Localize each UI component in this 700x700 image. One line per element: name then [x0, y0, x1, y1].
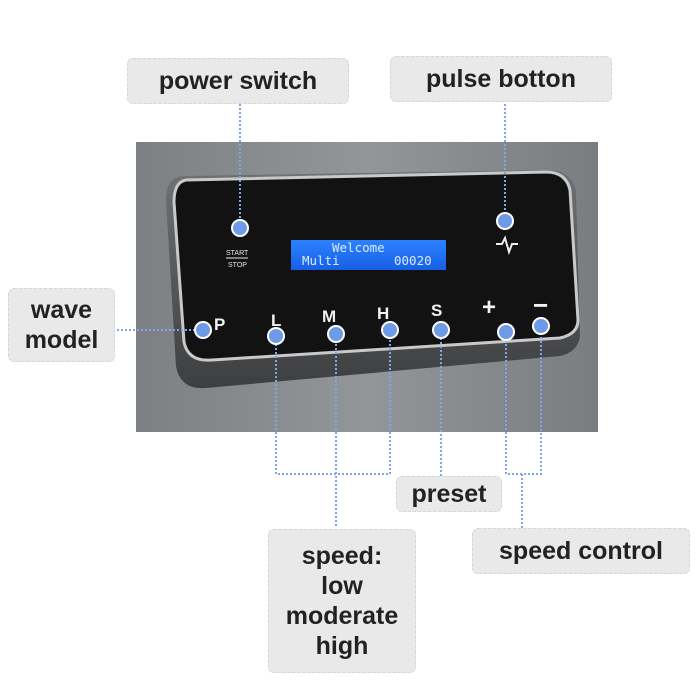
pulse-button-label: pulse botton: [426, 64, 576, 93]
speed-label-line-3: moderate: [285, 602, 399, 630]
lcd-line-2-right: 00020: [394, 253, 432, 268]
dot-minus: [532, 317, 550, 335]
key-m[interactable]: M: [322, 307, 336, 326]
speed-label-line-2: low: [321, 572, 363, 600]
start-stop-button[interactable]: START STOP: [226, 250, 249, 269]
callout-speed: speed: low moderate high: [268, 529, 416, 673]
speed-control-label: speed control: [499, 536, 663, 565]
dot-wave: [194, 321, 212, 339]
dot-high: [381, 321, 399, 339]
key-minus[interactable]: −: [533, 290, 548, 320]
callout-dots: [194, 212, 550, 345]
start-label: START: [226, 250, 249, 257]
speed-label-line-1: speed:: [301, 542, 383, 570]
power-switch-label: power switch: [158, 66, 318, 95]
preset-label: preset: [411, 479, 487, 508]
dot-preset: [432, 321, 450, 339]
lcd-line-2-left: Multi: [302, 253, 340, 268]
key-h[interactable]: H: [377, 304, 389, 323]
lcd-line-1: Welcome: [332, 240, 385, 255]
dot-plus: [497, 323, 515, 341]
pulse-icon[interactable]: [496, 235, 518, 256]
speed-label-line-4: high: [315, 632, 369, 660]
dot-power: [231, 219, 249, 237]
callout-speed-control: speed control: [472, 528, 690, 574]
stop-label: STOP: [228, 262, 247, 269]
wave-model-label-line-1: wave: [30, 296, 93, 324]
dot-moderate: [327, 325, 345, 343]
key-s[interactable]: S: [431, 301, 442, 320]
callout-preset: preset: [396, 476, 502, 512]
dot-low: [267, 327, 285, 345]
lcd-display: Welcome Multi 00020: [291, 240, 446, 270]
leader-speed: [275, 330, 391, 475]
callout-power-switch: power switch: [127, 58, 349, 104]
dot-pulse: [496, 212, 514, 230]
leader-lines: [113, 104, 542, 528]
callout-pulse-button: pulse botton: [390, 56, 612, 102]
key-l[interactable]: L: [271, 311, 281, 330]
callout-wave-model: wave model: [8, 288, 115, 362]
key-plus[interactable]: +: [482, 294, 496, 321]
wave-model-label-line-2: model: [24, 326, 99, 354]
key-p[interactable]: P: [214, 315, 225, 334]
